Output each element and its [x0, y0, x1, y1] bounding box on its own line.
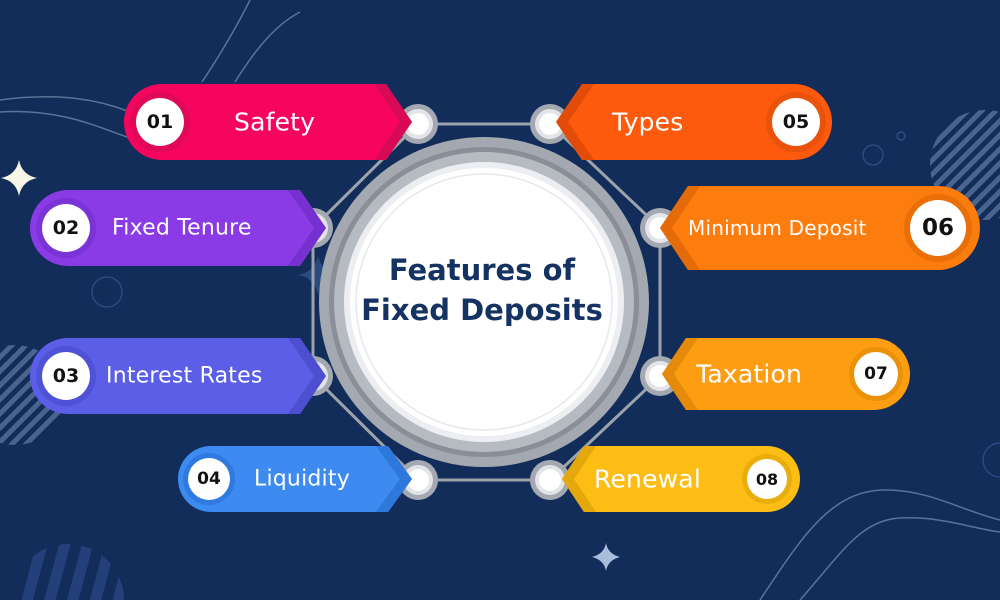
feature-label: Types	[612, 107, 684, 137]
feature-label: Interest Rates	[106, 363, 263, 389]
feature-number-badge: 04	[188, 458, 230, 500]
title-line-1: Features of	[388, 253, 576, 287]
feature-number-badge: 05	[772, 98, 820, 146]
striped-circle-decoration	[12, 544, 124, 600]
wave-line	[234, 11, 301, 83]
feature-fixed-tenure: 02 Fixed Tenure	[30, 190, 326, 266]
feature-types: Types 05	[556, 84, 832, 160]
ring-decoration	[896, 131, 906, 141]
diagram-title: Features of Fixed Deposits	[337, 250, 627, 330]
wave-line	[799, 517, 1000, 600]
ring-decoration	[982, 442, 1000, 478]
feature-taxation: Taxation 07	[662, 338, 910, 410]
wave-line	[0, 110, 131, 139]
wave-line	[0, 96, 131, 113]
sparkle-icon	[298, 255, 340, 295]
feature-number-badge: 01	[136, 98, 184, 146]
feature-renewal: Renewal 08	[562, 446, 800, 512]
title-line-2: Fixed Deposits	[361, 293, 603, 327]
feature-label: Renewal	[594, 464, 701, 494]
feature-number-badge: 02	[42, 204, 90, 252]
feature-minimum-deposit: Minimum Deposit 06	[660, 186, 980, 270]
connector-lines	[311, 122, 662, 482]
feature-number-badge: 08	[747, 459, 787, 499]
sparkle-icon	[592, 543, 620, 571]
feature-label: Minimum Deposit	[688, 216, 867, 240]
feature-label: Fixed Tenure	[112, 215, 252, 241]
feature-label: Safety	[234, 107, 316, 137]
feature-number-badge: 07	[854, 352, 898, 396]
feature-label: Taxation	[696, 359, 803, 389]
feature-number-badge: 03	[42, 352, 90, 400]
feature-number-badge: 06	[910, 200, 966, 256]
wave-line	[759, 489, 1000, 600]
feature-interest-rates: 03 Interest Rates	[30, 338, 326, 414]
center-circle	[350, 168, 618, 436]
feature-liquidity: 04 Liquidity	[178, 446, 412, 512]
ring-decoration	[91, 276, 123, 308]
wave-line	[201, 0, 251, 83]
feature-label: Liquidity	[254, 466, 350, 492]
sparkle-icon	[1, 160, 37, 196]
ring-decoration	[862, 144, 884, 166]
feature-safety: 01 Safety	[124, 84, 412, 160]
